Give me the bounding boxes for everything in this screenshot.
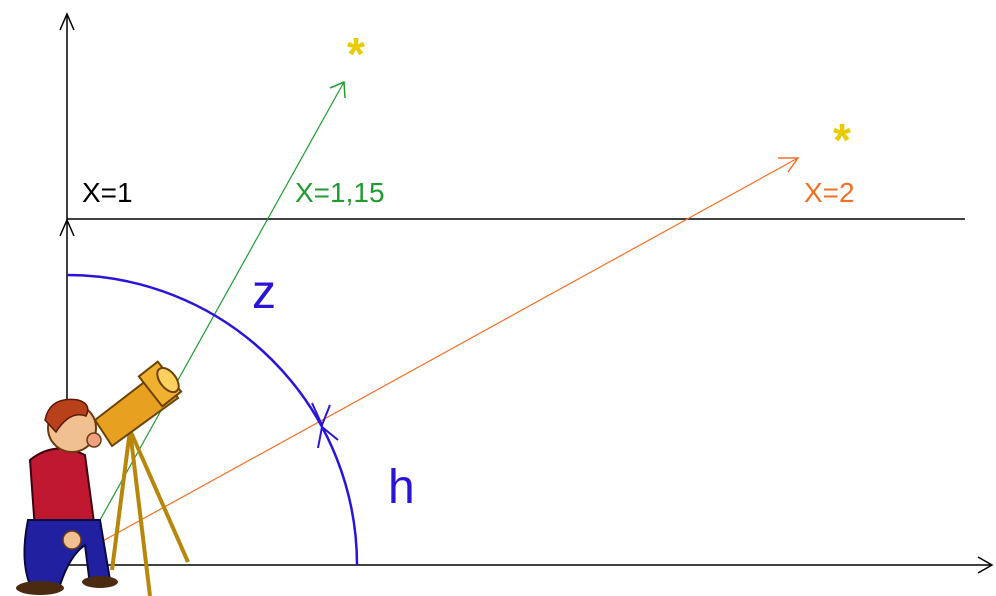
green-ray: [89, 81, 345, 539]
label-x-orange: X=2: [804, 177, 855, 208]
label-altitude: h: [388, 461, 415, 514]
orange-ray-arrow: [778, 157, 800, 173]
horizontal-axis-arrow: [977, 556, 994, 574]
arc-arrow-upper: [311, 402, 331, 428]
label-zenith-angle: z: [252, 266, 276, 319]
green-ray-arrow: [329, 80, 346, 99]
label-x-green: X=1,15: [295, 177, 385, 208]
arc-arrow-lower: [317, 425, 339, 449]
orange-ray: [89, 157, 799, 549]
vertical-axis-arrow: [59, 12, 75, 31]
mid-axis-arrow: [59, 218, 75, 237]
star-orange: *: [833, 114, 851, 166]
star-green: *: [347, 28, 365, 80]
angle-arc: [66, 273, 359, 566]
astronomer-with-telescope-icon: [16, 360, 190, 596]
label-x-one: X=1: [82, 177, 133, 208]
